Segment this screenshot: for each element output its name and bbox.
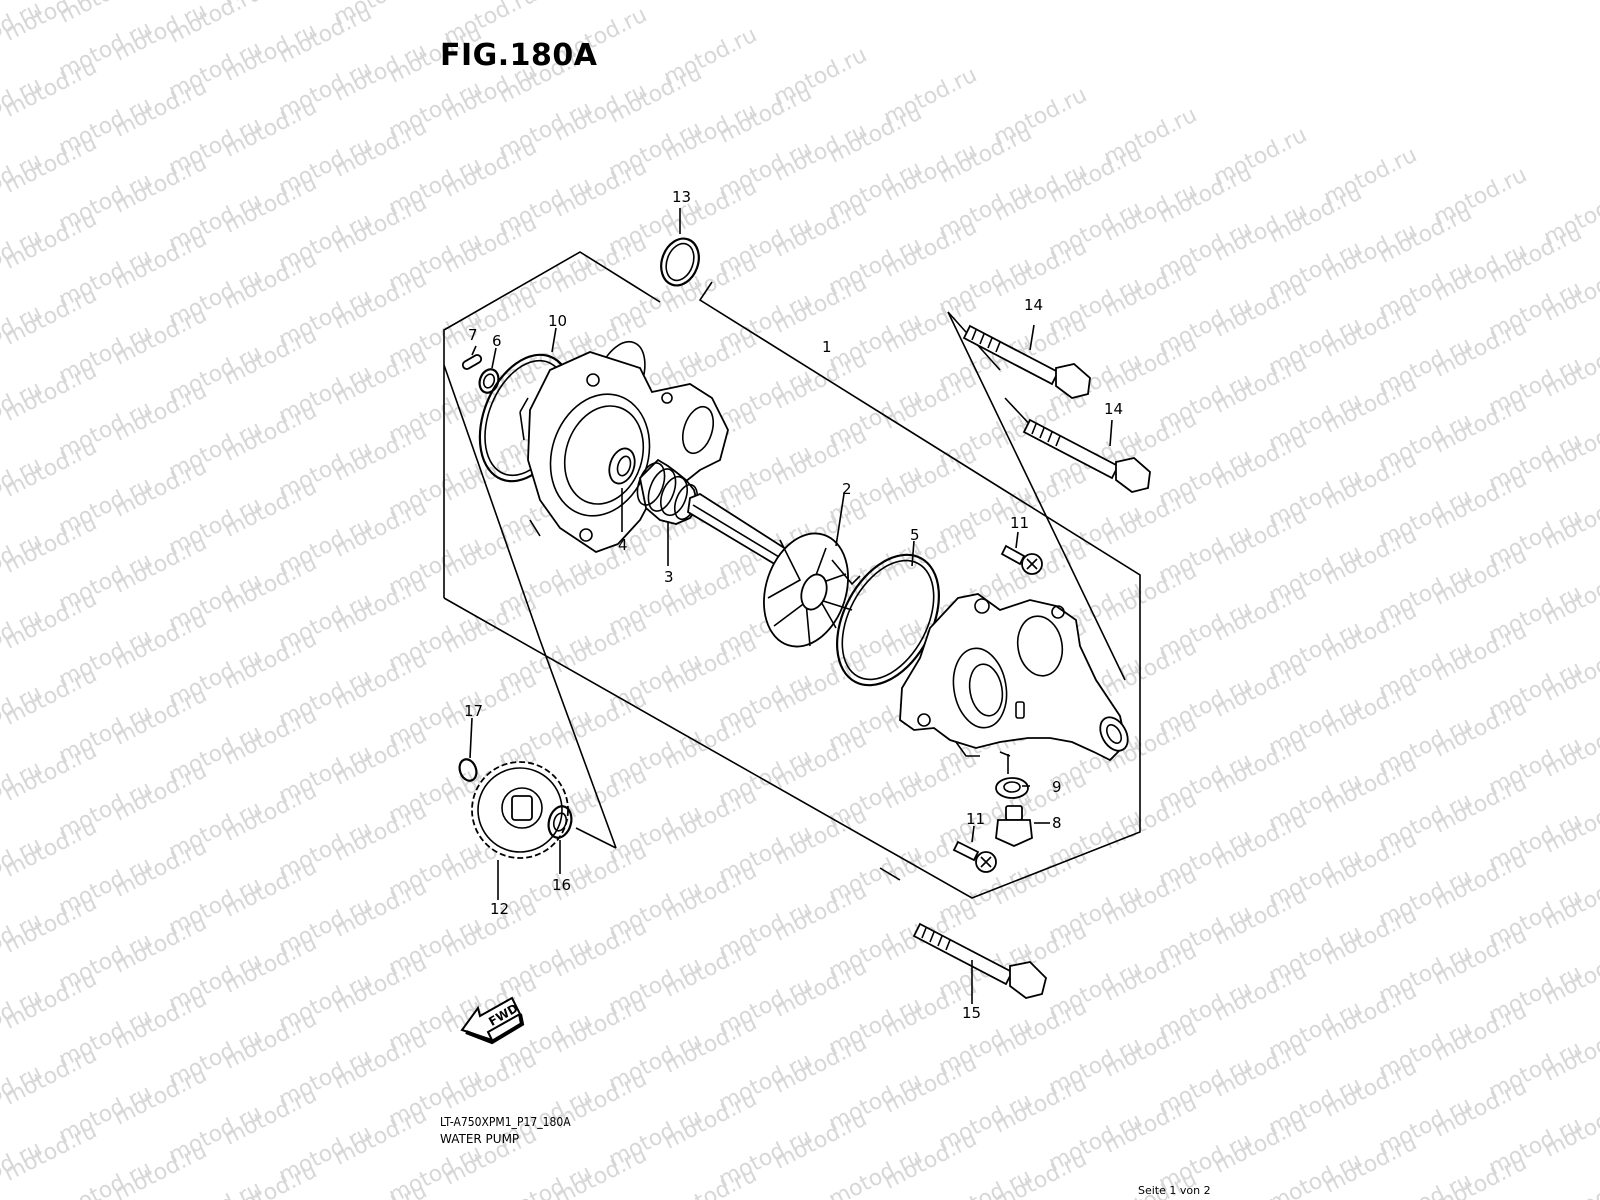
- pump-cover: [899, 593, 1129, 762]
- callout-2: 2: [842, 480, 852, 498]
- callout-labels: 13 7 6 10 1 14 14 2 5 11 4 3 17 9 11 8 1…: [464, 188, 1123, 1022]
- callout-9: 9: [1052, 778, 1062, 796]
- callout-7: 7: [468, 326, 478, 344]
- callout-17: 17: [464, 702, 483, 720]
- screw-11-upper: [1000, 531, 1043, 575]
- drain-plug-8: [995, 805, 1050, 847]
- assembly-outline: [443, 251, 1141, 899]
- model-code: LT-A750XPM1_P17_180A: [440, 1115, 571, 1129]
- figure-title: FIG.180A: [440, 38, 598, 73]
- callout-11a: 11: [1010, 514, 1029, 532]
- callout-3: 3: [664, 568, 674, 586]
- callout-8: 8: [1052, 814, 1062, 832]
- washer-16: [547, 805, 573, 874]
- callout-4: 4: [618, 536, 628, 554]
- callout-13: 13: [672, 188, 691, 206]
- screw-11-lower: [952, 825, 997, 873]
- callout-6: 6: [492, 332, 502, 350]
- page-indicator: Seite 1 von 2: [1138, 1184, 1211, 1197]
- bolt-14-upper: [962, 324, 1091, 399]
- impeller-2: [763, 493, 861, 648]
- pin-7: [461, 345, 483, 370]
- washer-6: [478, 347, 500, 394]
- oil-seal-4: [608, 447, 636, 532]
- diagram-caption: WATER PUMP: [440, 1132, 520, 1146]
- callout-10: 10: [548, 312, 567, 330]
- callout-5: 5: [910, 526, 920, 544]
- callout-1: 1: [822, 338, 832, 356]
- fwd-arrow-icon: FWD: [460, 996, 525, 1045]
- callout-14b: 14: [1104, 400, 1123, 418]
- callout-15: 15: [962, 1004, 981, 1022]
- callout-12: 12: [490, 900, 509, 918]
- washer-9: [995, 754, 1030, 799]
- callout-14a: 14: [1024, 296, 1043, 314]
- circlip-17: [458, 717, 478, 782]
- callout-11b: 11: [966, 810, 985, 828]
- callout-16: 16: [552, 876, 571, 894]
- bolt-14-lower: [1022, 418, 1151, 493]
- o-ring-13: [660, 208, 700, 287]
- bolt-15: [912, 922, 1047, 1004]
